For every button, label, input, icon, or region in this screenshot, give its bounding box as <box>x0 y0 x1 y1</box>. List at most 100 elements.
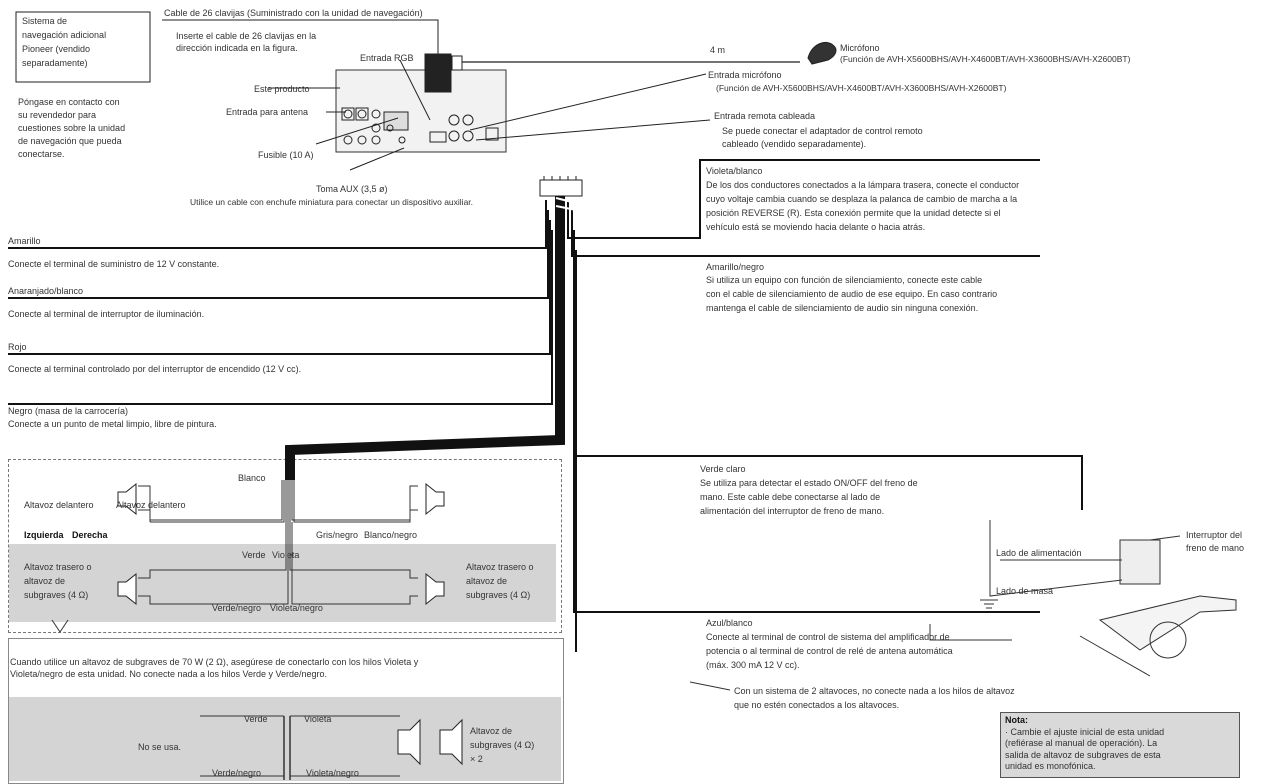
gray-black-label: Gris/negro <box>316 530 359 540</box>
wire-red-title: Rojo <box>8 342 27 352</box>
mic-models: (Función de AVH-X5600BHS/AVH-X4600BT/AVH… <box>840 54 1131 64</box>
contact-line3: cuestiones sobre la unidad <box>18 123 126 133</box>
handbrake-switch <box>1119 539 1161 585</box>
nav-line3: Pioneer (vendido <box>22 44 91 54</box>
note-title: Nota: <box>1005 715 1028 725</box>
insert-line1: Inserte el cable de 26 clavijas en la <box>176 31 317 41</box>
front-left-label: Altavoz delantero <box>24 500 94 510</box>
subwoofer-band <box>9 697 561 781</box>
yellow-black-l2: con el cable de silenciamiento de audio … <box>706 289 998 299</box>
rgb-label: Entrada RGB <box>360 53 414 63</box>
yellow-black-l3: mantenga el cable de silenciamiento de a… <box>706 303 979 313</box>
wire-yellow-title: Amarillo <box>8 236 41 246</box>
rear-left-l2: altavoz de <box>24 576 66 586</box>
cable26-label: Cable de 26 clavijas (Suministrado con l… <box>164 8 423 18</box>
harness-connector <box>539 179 583 197</box>
front-right-label: Altavoz delantero <box>116 500 186 510</box>
violet-l3: posición REVERSE (R). Esta conexión perm… <box>706 208 1001 218</box>
this-product-label: Este producto <box>254 84 310 94</box>
violet-l4: vehículo está se moviendo hacia delante … <box>706 222 926 232</box>
green-wire-label: Verde <box>242 550 266 560</box>
antenna-label: Entrada para antena <box>226 107 309 117</box>
yellow-black-title: Amarillo/negro <box>706 262 765 272</box>
sub-speaker-l1: Altavoz de <box>470 726 513 736</box>
green-black-label: Verde/negro <box>212 603 262 613</box>
rear-right-speaker-icon <box>425 572 445 606</box>
subwoofer-speaker-icon <box>397 718 421 766</box>
nav-system-box <box>15 11 151 83</box>
nav-line2: navegación adicional <box>22 30 107 40</box>
four-m-label: 4 m <box>710 45 726 55</box>
rear-right-l1: Altavoz trasero o <box>466 562 534 572</box>
remote-line2: cableado (vendido separadamente). <box>722 139 867 149</box>
contact-line2: su revendedor para <box>18 110 97 120</box>
aux-desc: Utilice un cable con enchufe miniatura p… <box>190 197 474 207</box>
brake-switch-l2: freno de mano <box>1186 543 1245 553</box>
26-pin-connector <box>424 53 452 93</box>
mic-input-label: Entrada micrófono <box>708 70 782 80</box>
rear-speaker-band <box>9 544 556 622</box>
mic-label: Micrófono <box>840 43 880 53</box>
yellow-black-l1: Si utiliza un equipo con función de sile… <box>706 275 983 285</box>
remote-label: Entrada remota cableada <box>714 111 816 121</box>
remote-line1: Se puede conectar el adaptador de contro… <box>722 126 923 136</box>
green-l3: alimentación del interruptor de freno de… <box>700 506 885 516</box>
wire-black-desc: Conecte a un punto de metal limpio, libr… <box>8 419 217 429</box>
green-l2: mano. Este cable debe conectarse al lado… <box>700 492 881 502</box>
nav-line1: Sistema de <box>22 16 68 26</box>
green-title: Verde claro <box>700 464 746 474</box>
sub-green-black: Verde/negro <box>212 768 262 778</box>
fuse-label: Fusible (10 A) <box>258 150 314 160</box>
note-line3: salida de altavoz de subgraves de esta <box>1005 749 1161 760</box>
nav-line4: separadamente) <box>22 58 88 68</box>
wire-orange-desc: Conecte al terminal de interruptor de il… <box>8 309 205 319</box>
right-label: Derecha <box>72 530 108 540</box>
rear-right-l3: subgraves (4 Ω) <box>466 590 531 600</box>
violet-black-label: Violeta/negro <box>270 603 323 613</box>
sub-not-used: No se usa. <box>138 742 182 752</box>
blue-l1: Conecte al terminal de control de sistem… <box>706 632 950 642</box>
violet-l1: De los dos conductores conectados a la l… <box>706 180 1020 190</box>
ground-side-label: Lado de masa <box>996 586 1054 596</box>
front-left-speaker-icon <box>117 482 137 516</box>
contact-line5: conectarse. <box>18 149 65 159</box>
rear-left-l1: Altavoz trasero o <box>24 562 92 572</box>
blue-l2: potencia o al terminal de control de rel… <box>706 646 953 656</box>
wire-red-desc: Conecte al terminal controlado por del i… <box>8 364 302 374</box>
rear-left-speaker-icon <box>117 572 137 606</box>
power-side-label: Lado de alimentación <box>996 548 1082 558</box>
note-line2: (refiérase al manual de operación). La <box>1005 738 1158 748</box>
contact-line1: Póngase en contacto con <box>18 97 120 107</box>
note-box: Nota: · Cambie el ajuste inicial de esta… <box>1000 712 1240 778</box>
wire-yellow-desc: Conecte el terminal de suministro de 12 … <box>8 259 220 269</box>
sub-green: Verde <box>244 714 268 724</box>
rear-left-l3: subgraves (4 Ω) <box>24 590 89 600</box>
sub-violet-black: Violeta/negro <box>306 768 359 778</box>
two-speaker-l1: Con un sistema de 2 altavoces, no conect… <box>734 686 1015 696</box>
sub-line1: Cuando utilice un altavoz de subgraves d… <box>10 657 419 667</box>
rear-right-l2: altavoz de <box>466 576 508 586</box>
blue-title: Azul/blanco <box>706 618 753 628</box>
green-l1: Se utiliza para detectar el estado ON/OF… <box>700 478 918 488</box>
contact-line4: de navegación que pueda <box>18 136 122 146</box>
violet-l2: cuyo voltaje cambia cuando se desplaza l… <box>706 194 1018 204</box>
handbrake-lever-icon <box>1098 595 1237 651</box>
blue-l3: (máx. 300 mA 12 V cc). <box>706 660 800 670</box>
two-speaker-l2: que no estén conectados a los altavoces. <box>734 700 900 710</box>
wire-black-title: Negro (masa de la carrocería) <box>8 406 129 416</box>
mic-input-models: (Función de AVH-X5600BHS/AVH-X4600BT/AVH… <box>716 83 1007 93</box>
front-right-speaker-icon <box>425 482 445 516</box>
left-label: Izquierda <box>24 530 64 540</box>
violet-wire-label: Violeta <box>272 550 300 560</box>
sub-violet: Violeta <box>304 714 332 724</box>
sub-speaker-l3: × 2 <box>470 754 483 764</box>
aux-label: Toma AUX (3,5 ø) <box>316 184 388 194</box>
note-line4: unidad es monofónica. <box>1005 761 1096 771</box>
white-wire-label: Blanco <box>238 473 266 483</box>
note-line1: · Cambie el ajuste inicial de esta unida… <box>1005 726 1165 737</box>
white-black-label: Blanco/negro <box>364 530 418 540</box>
violet-title: Violeta/blanco <box>706 166 763 176</box>
microphone-icon <box>807 42 837 65</box>
wire-orange-title: Anaranjado/blanco <box>8 286 84 296</box>
